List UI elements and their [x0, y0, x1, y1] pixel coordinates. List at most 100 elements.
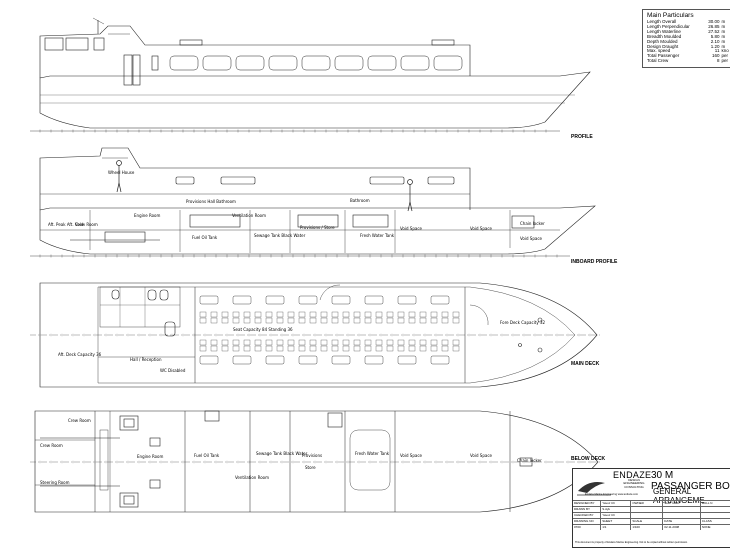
particulars-label: Breadth Moulded	[647, 33, 682, 39]
label-void-space-3: Void Space	[520, 236, 542, 241]
company-name: ENDAZE	[613, 470, 652, 480]
label-fresh-water-tank: Fresh Water Tank	[360, 233, 395, 238]
particulars-value: 1.20	[710, 43, 720, 49]
particulars-value: 160	[711, 53, 720, 59]
particulars-label: Max. speed	[647, 48, 671, 54]
label-bathroom: Bathroom	[350, 198, 370, 203]
label-hall-reception: Hall / Reception	[130, 357, 162, 362]
copyright-note: This document is property of Endaze Mari…	[575, 541, 688, 544]
title-block-cell	[701, 513, 730, 518]
particulars-label: Total Crew	[647, 58, 669, 64]
title-block-cell: SHEET	[601, 519, 632, 524]
label-engine-room-below: Engine Room	[137, 454, 164, 459]
label-provisions-store: Provisions / Store	[300, 225, 335, 230]
label-fore-deck: Fore Deck Capacity 32	[500, 320, 546, 325]
title-block-cell	[631, 513, 664, 518]
label-void-space-2: Void Space	[470, 226, 492, 231]
title-block-cell: OWNER	[631, 501, 664, 506]
label-void-space-1: Void Space	[400, 226, 422, 231]
below-deck-view	[30, 410, 600, 513]
main-particulars-title: Main Particulars	[647, 12, 694, 19]
particulars-unit: m	[721, 24, 726, 29]
project-title: 30 M PASSANGER BO	[651, 470, 730, 492]
particulars-unit: per	[721, 59, 728, 64]
title-block-cell	[701, 507, 730, 512]
title-block-cell: 0700	[573, 525, 602, 530]
title-block-cell	[663, 507, 701, 512]
label-crew-room-inboard: Crew Room	[75, 222, 98, 227]
title-block-cell: CHECKED BY	[573, 513, 602, 518]
particulars-label: Length Waterline	[647, 28, 681, 34]
title-block-cell: CLASS	[701, 519, 730, 524]
label-chain-locker: Chain locker	[520, 221, 545, 226]
label-void-space-below-1: Void Space	[400, 453, 422, 458]
particulars-unit: per	[721, 54, 728, 59]
label-fresh-water-tank-below: Fresh Water Tank	[355, 451, 390, 456]
company-contact: Endaze Marine Engineering www.endaze.com	[585, 493, 639, 496]
title-block-cell: DATE	[663, 519, 701, 524]
label-wc-disabled: WC Disabled	[160, 368, 186, 373]
main-deck-view	[30, 282, 600, 388]
inboard-profile-title: INBOARD PROFILE	[571, 259, 618, 265]
label-engine-room: Engine Room	[134, 213, 161, 218]
label-steering-room: Steering Room	[40, 480, 70, 485]
particulars-value: 5.80	[710, 33, 720, 39]
label-chain-locker-below: Chain locker	[517, 458, 542, 463]
label-sewage-tank: Sewage Tank Black Water	[254, 233, 306, 238]
title-block-cell	[631, 507, 664, 512]
label-wheel-house: Wheel House	[108, 170, 135, 175]
label-crew-room-2: Crew Room	[40, 443, 63, 448]
title-block-cell: Yavuz Ch	[601, 513, 632, 518]
label-crew-room-1: Crew Room	[68, 418, 91, 423]
title-block-cell	[663, 513, 701, 518]
particulars-label: Length Perpendicular	[647, 23, 690, 29]
particulars-unit: m	[721, 34, 726, 39]
label-ventilation-room: Ventilation Room	[232, 213, 266, 218]
main-deck-title: MAIN DECK	[571, 361, 600, 367]
particulars-label: Depth Moulded	[647, 38, 678, 44]
label-aft-deck: Aft. Deck Capacity 36	[58, 352, 102, 357]
label-aft-peak: Aft. Peak Aft. Void	[48, 222, 84, 227]
title-block-cell: 1/1	[601, 525, 632, 530]
title-block-cell: SHIPYARD	[663, 501, 701, 506]
label-sewage-tank-below: Sewage Tank Black Water	[256, 451, 308, 456]
particulars-label: Total Passenger	[647, 53, 680, 59]
particulars-value: 27.52	[708, 28, 720, 34]
label-void-space-below-2: Void Space	[470, 453, 492, 458]
particulars-unit: m	[721, 44, 726, 49]
profile-view	[30, 17, 591, 133]
particulars-value: 30.00	[708, 19, 720, 24]
particulars-unit: m	[721, 20, 726, 24]
profile-title: PROFILE	[571, 134, 593, 140]
particulars-label: Design Draught	[647, 43, 679, 49]
particulars-value: 2.10	[710, 38, 720, 44]
particulars-unit: m	[721, 39, 726, 44]
title-block-cell: HULL N	[701, 501, 730, 506]
label-provisions-hall: Provisions Hall Bathroom	[186, 199, 236, 204]
label-fuel-oil-tank-below: Fuel Oil Tank	[194, 453, 220, 458]
particulars-value: 8	[716, 58, 720, 64]
label-fuel-oil-tank: Fuel Oil Tank	[192, 235, 218, 240]
title-block-cell: S.Ayk	[601, 507, 632, 512]
label-provisions: Provisions	[302, 453, 323, 458]
title-block-cell: Yavuz Ch	[601, 501, 632, 506]
company-logo-icon	[577, 482, 611, 496]
particulars-value: 11	[714, 48, 720, 54]
